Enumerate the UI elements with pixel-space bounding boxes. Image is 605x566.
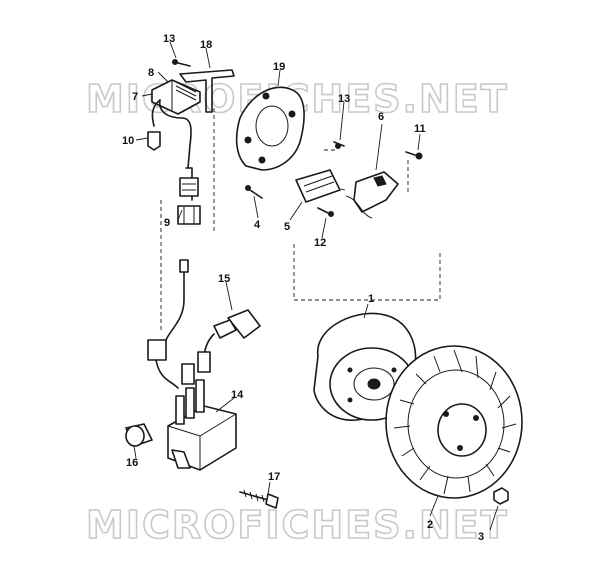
callout-labels: 1 2 3 4 5 6 7 8 9 10 11 12 13 13 14 15 1… [122, 33, 484, 543]
callout-16: 16 [126, 457, 138, 469]
stator-plate-part-19 [235, 86, 305, 171]
pulser-coil-part-6 [345, 171, 399, 219]
callout-11: 11 [414, 123, 426, 135]
callout-3: 3 [478, 531, 484, 543]
callout-17: 17 [268, 471, 280, 483]
callout-13-right: 13 [338, 93, 350, 105]
watermark-bottom: MICROFICHES.NET [86, 503, 509, 547]
bracket-part-18 [179, 69, 235, 113]
exciter-coil-part-5 [295, 169, 341, 203]
callout-8: 8 [148, 67, 154, 79]
ignition-leads [147, 259, 211, 389]
spark-plug-cap-part-15 [203, 309, 261, 361]
callout-7: 7 [132, 91, 138, 103]
fan-part-2 [385, 345, 523, 499]
callout-12: 12 [314, 237, 326, 249]
callout-leaders [133, 41, 499, 531]
callout-2: 2 [427, 519, 433, 531]
spacer-part-16 [125, 423, 153, 447]
connector-part-9 [177, 167, 201, 225]
callout-18: 18 [200, 39, 212, 51]
callout-5: 5 [284, 221, 290, 233]
screw-part-12 [317, 207, 334, 217]
screw-part-4 [245, 185, 263, 199]
callout-10: 10 [122, 135, 134, 147]
nut-part-3 [493, 487, 509, 505]
callout-4: 4 [254, 219, 261, 231]
callout-14: 14 [231, 389, 244, 401]
assembly-guide-lines [160, 108, 441, 330]
callout-19: 19 [273, 61, 285, 73]
cdi-unit-part-14 [167, 379, 237, 471]
ignition-coil-pack-part-7-8 [151, 79, 201, 115]
callout-13-left: 13 [163, 33, 175, 45]
cap-part-10 [147, 131, 161, 151]
screw-part-11 [405, 151, 423, 160]
screw-part-13-right [333, 141, 345, 149]
screw-part-13-left [172, 59, 191, 67]
bolt-part-17 [239, 489, 279, 509]
callout-15: 15 [218, 273, 230, 285]
callout-1: 1 [368, 293, 374, 305]
callout-6: 6 [378, 111, 384, 123]
callout-9: 9 [164, 217, 170, 229]
wire-harness [151, 99, 192, 169]
